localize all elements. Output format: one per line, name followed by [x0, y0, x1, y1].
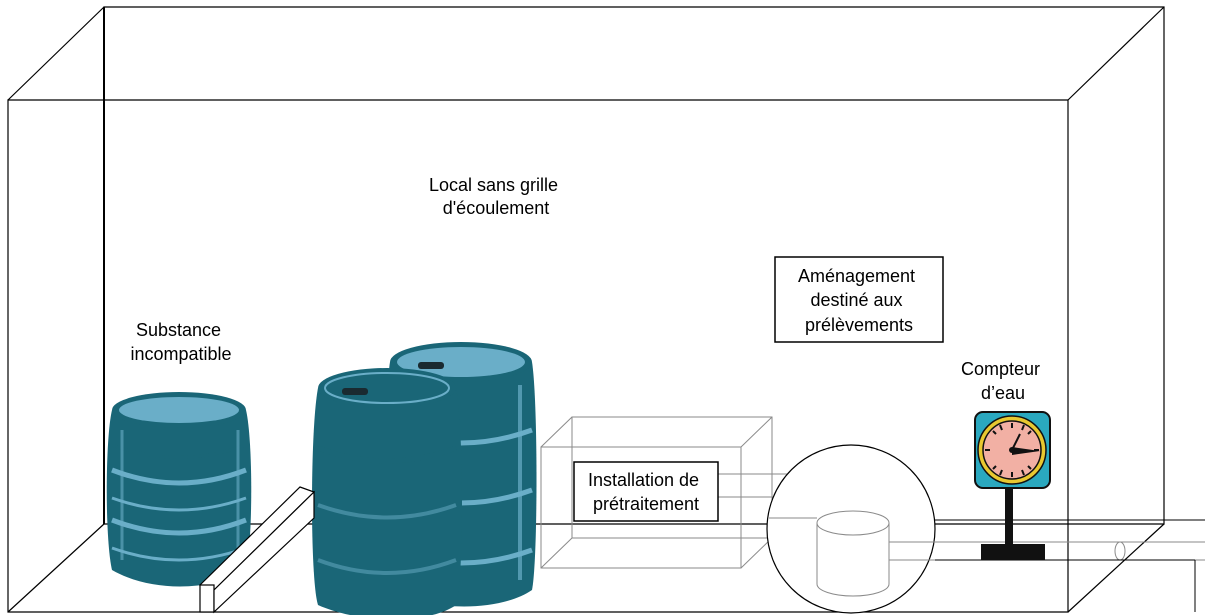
pretreatment-box	[540, 416, 773, 569]
sampling-label: Aménagement destiné aux prélèvements	[798, 266, 920, 335]
front-drum-barrel-icon	[312, 368, 462, 615]
room-label: Local sans grille d'écoulement	[429, 175, 563, 218]
pretreatment-label-line-1: Installation de	[588, 470, 699, 490]
containment-curb	[198, 486, 316, 614]
room-label-line-2: d'écoulement	[443, 198, 550, 218]
incompatible-drum-barrel-icon	[106, 392, 252, 587]
incompatible-label-line-1: Substance	[136, 320, 221, 340]
meter-label: Compteur d’eau	[961, 359, 1045, 403]
room-label-line-1: Local sans grille	[429, 175, 558, 195]
meter-label-line-1: Compteur	[961, 359, 1040, 379]
pretreatment-label: Installation de prétraitement	[588, 470, 704, 514]
water-meter-icon	[974, 411, 1051, 560]
sampling-chamber	[766, 444, 1205, 614]
drum-bung-icon	[418, 362, 444, 369]
drum-bung-icon	[342, 388, 368, 395]
meter-label-line-2: d’eau	[981, 383, 1025, 403]
incompatible-label-line-2: incompatible	[130, 344, 231, 364]
sampling-label-line-3: prélèvements	[805, 315, 913, 335]
pretreatment-label-line-2: prétraitement	[593, 494, 699, 514]
sampling-label-line-1: Aménagement	[798, 266, 915, 286]
sampling-label-box	[774, 256, 944, 343]
pretreatment-label-box	[573, 461, 719, 522]
incompatible-label: Substance incompatible	[130, 320, 231, 364]
room-outline	[7, 6, 1165, 613]
sampling-label-line-2: destiné aux	[810, 290, 902, 310]
